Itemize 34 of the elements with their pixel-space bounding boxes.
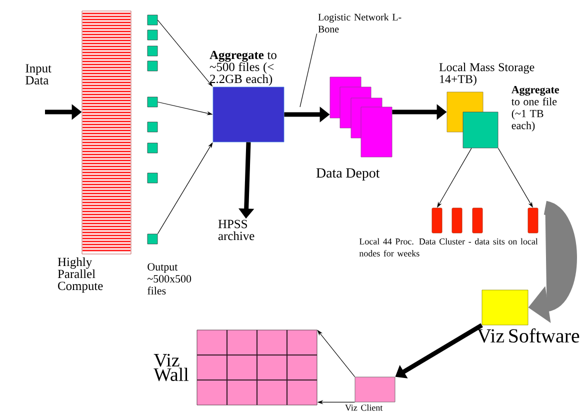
label-text: Output ~500x500 files	[148, 263, 192, 294]
node-label: Aggregate to one file (~1 TB each)	[512, 86, 559, 132]
aggregate-box: Aggregate to ~500 files (< 2.2GB each)	[210, 50, 284, 142]
node-label: Highly Parallel Compute	[58, 257, 103, 293]
output-file-square	[147, 96, 158, 108]
compute-bar: Highly Parallel Compute	[58, 10, 132, 293]
output-file-square	[147, 46, 158, 56]
node-label: Local Mass Storage 14+TB)	[439, 62, 534, 86]
processor-bar	[452, 208, 462, 234]
node-label: Viz Client	[345, 404, 383, 411]
node-label: Viz Software	[477, 328, 580, 343]
node-text: Logistic Network L-Bone	[318, 14, 402, 32]
leader-line	[300, 33, 318, 108]
node-label: Viz Wall	[154, 354, 188, 382]
output-file-square	[147, 14, 158, 26]
node-text: HPSS archive	[218, 220, 254, 240]
output-file-square	[147, 172, 158, 184]
output-file-square	[147, 142, 158, 154]
processor-bar	[528, 208, 538, 234]
output-file-square	[147, 234, 158, 244]
processor-bar	[472, 208, 483, 234]
storage-square: Aggregate to one file (~1 TB each)	[462, 86, 559, 148]
depot-stack-drawing: Data Depot	[316, 76, 392, 180]
output-file-square	[147, 60, 158, 72]
viz-client-box: Viz Client	[345, 376, 396, 411]
output-file-square	[147, 122, 158, 132]
output-file-square	[147, 30, 158, 40]
label-text: Input Data	[26, 64, 52, 84]
viz-software-box: Viz Software	[477, 290, 580, 343]
label-text: Local 44 Proc. Data Cluster - data sits on local nodes for weeks	[359, 238, 538, 256]
processor-bar	[432, 208, 442, 234]
node-label: Aggregate to ~500 files (< 2.2GB each)	[210, 50, 276, 86]
node-label: Data Depot	[316, 168, 380, 181]
viz-wall-grid: Viz Wall	[154, 330, 318, 406]
